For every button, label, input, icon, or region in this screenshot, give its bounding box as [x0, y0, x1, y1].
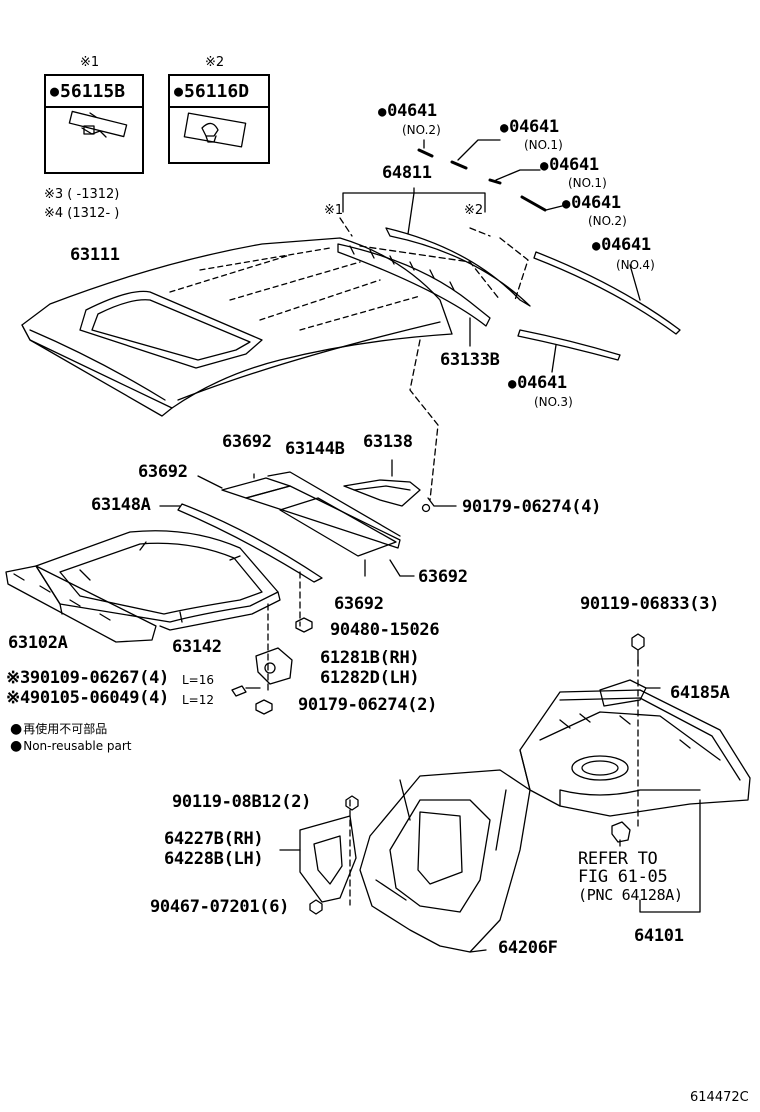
- label-refer-line-1: REFER TO: [578, 849, 658, 869]
- label-63692-d: 63692: [334, 594, 384, 614]
- label-refer-line-2: FIG 61-05: [578, 867, 668, 887]
- label-mark-2: ※2: [464, 203, 484, 218]
- clip-box-56116d: 56116D: [168, 74, 270, 164]
- label-63692-a: 63692: [222, 432, 272, 452]
- label-63138: 63138: [363, 432, 413, 452]
- sunroof-frame-63142: [35, 530, 281, 631]
- clip-56116d-illustration: [183, 112, 247, 148]
- rail-63133b: [337, 243, 491, 347]
- label-mark-1: ※1: [324, 203, 344, 218]
- figure-id: 614472C: [690, 1090, 749, 1105]
- label-63102a: 63102A: [8, 633, 68, 653]
- legend-jp: 再使用不可部品: [10, 722, 107, 736]
- rear-floor-panel-64101: [519, 679, 751, 913]
- fasteners: [231, 617, 645, 915]
- roof-reinforcement-pieces: [159, 471, 415, 583]
- label-90119-08b12: 90119-08B12(2): [172, 792, 312, 812]
- label-64185a: 64185A: [670, 683, 730, 703]
- label-90179-2: 90179-06274(2): [298, 695, 438, 715]
- label-90109: ※390109-06267(4): [6, 668, 169, 688]
- clip-box-56116d-part: 56116D: [170, 76, 268, 108]
- label-63148a: 63148A: [91, 495, 151, 515]
- label-04641-no1-a: 04641: [500, 119, 559, 136]
- label-64206f: 64206F: [498, 938, 558, 958]
- label-90467: 90467-07201(6): [150, 897, 290, 917]
- clip-box-56115b: 56115B: [44, 74, 144, 174]
- legend-en: Non-reusable part: [10, 739, 131, 753]
- dashed-hidden-lines: [267, 217, 639, 906]
- label-90119-06833: 90119-06833(3): [580, 594, 720, 614]
- label-64228b: 64228B(LH): [164, 849, 264, 869]
- label-04641-no1-a-sub: (NO.1): [524, 138, 563, 152]
- label-90105-length: L=12: [182, 693, 215, 707]
- label-90109-length: L=16: [182, 673, 215, 687]
- label-04641-no2-b: 04641: [562, 195, 621, 212]
- roof-moulding-strips: [385, 148, 681, 361]
- label-63144b: 63144B: [285, 439, 345, 459]
- label-04641-no3-sub: (NO.3): [534, 395, 573, 409]
- label-63692-c: 63692: [418, 567, 468, 587]
- label-63142: 63142: [172, 637, 222, 657]
- label-04641-no1-b-sub: (NO.1): [568, 176, 607, 190]
- clip-box-56115b-part: 56115B: [46, 76, 142, 108]
- frame-63102a: [5, 565, 157, 643]
- label-63692-b: 63692: [138, 462, 188, 482]
- quarter-panel-64206f: [359, 769, 531, 953]
- label-90105: ※490105-06049(4): [6, 688, 169, 708]
- bracket-63138: [343, 459, 457, 513]
- label-63111: 63111: [70, 245, 120, 265]
- label-refer-line-3: (PNC 64128A): [578, 886, 683, 904]
- clip-box-2-mark: ※2: [205, 55, 225, 70]
- clip-56115b-illustration: [68, 110, 128, 138]
- label-90480: 90480-15026: [330, 620, 440, 640]
- label-64227b: 64227B(RH): [164, 829, 264, 849]
- label-04641-no1-b: 04641: [540, 157, 599, 174]
- label-04641-no3: 04641: [508, 375, 567, 392]
- label-90179-4: 90179-06274(4): [462, 497, 602, 517]
- label-64811: 64811: [382, 163, 432, 183]
- label-04641-no2-b-sub: (NO.2): [588, 214, 627, 228]
- label-04641-no4-sub: (NO.4): [616, 258, 655, 272]
- label-04641-no4: 04641: [592, 237, 651, 254]
- bracket-64227b: [279, 815, 357, 903]
- leader-64811: [342, 187, 486, 235]
- note-4: ※4 (1312- ): [44, 206, 120, 221]
- label-04641-no2-top-sub: (NO.2): [402, 123, 441, 137]
- label-61281b: 61281B(RH): [320, 648, 420, 668]
- note-3: ※3 ( -1312): [44, 187, 120, 202]
- label-04641-no2-top: 04641: [378, 103, 437, 120]
- leaders-04641: [423, 139, 641, 373]
- label-61282d: 61282D(LH): [320, 668, 420, 688]
- label-63133b: 63133B: [440, 350, 500, 370]
- roof-panel-63111: [21, 237, 453, 417]
- clip-box-1-mark: ※1: [80, 55, 100, 70]
- label-64101: 64101: [634, 926, 684, 946]
